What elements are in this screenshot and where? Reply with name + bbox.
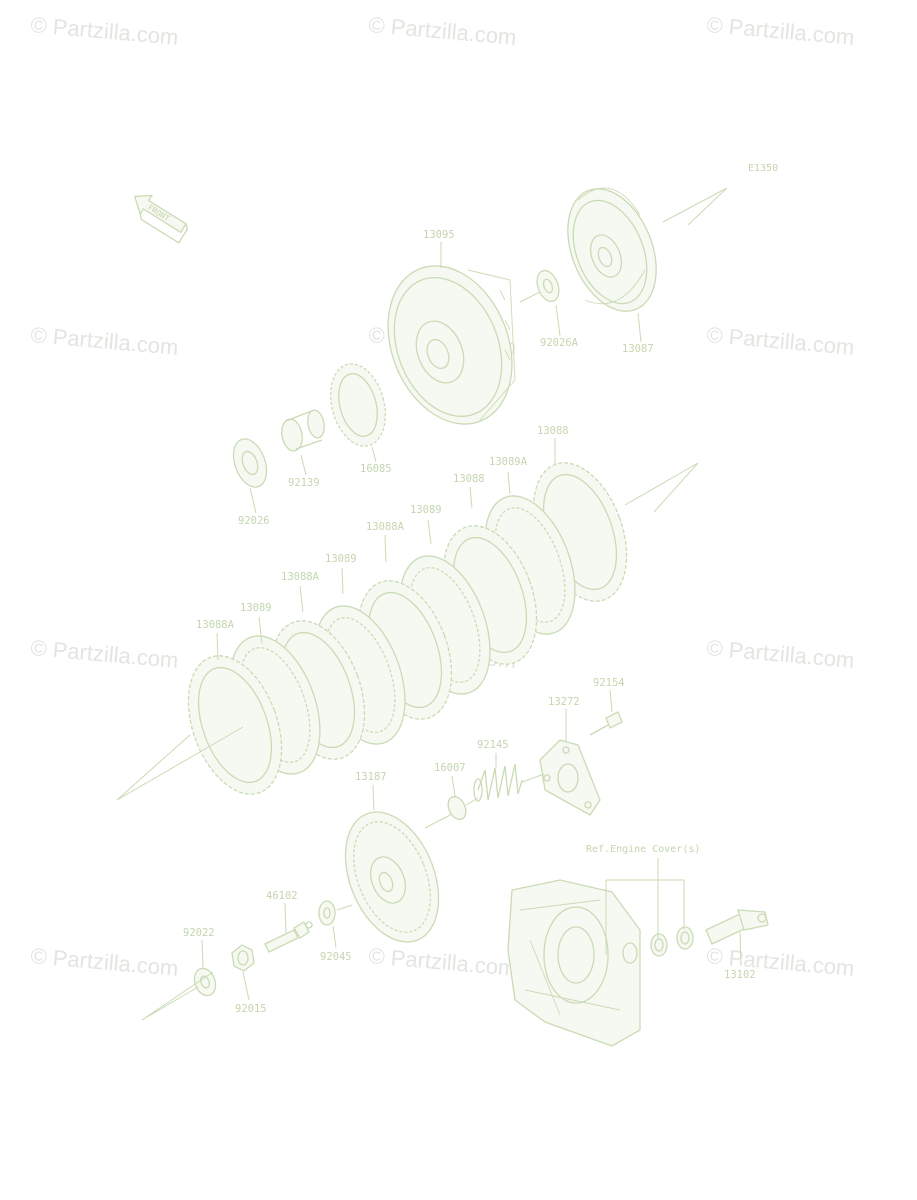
part-92026-washer (232, 438, 268, 488)
leader-line (372, 784, 375, 811)
watermark: © Partzilla.com (30, 322, 180, 360)
front-arrow-icon: FRONT (133, 194, 188, 244)
watermark: © Partzilla.com (706, 635, 856, 673)
ref-bracket (605, 858, 685, 955)
part-16007-ring (447, 795, 467, 821)
watermark: © Partzilla.com (706, 12, 856, 50)
part-label[interactable]: 13088 (537, 425, 569, 437)
leader-line (336, 904, 353, 911)
part-92026A-washer (536, 269, 560, 303)
seal (680, 931, 690, 945)
part-92015-nut (231, 944, 255, 972)
part-13187-pressure-plate (344, 811, 440, 943)
part-label[interactable]: 92139 (288, 477, 320, 489)
part-label[interactable]: 13087 (622, 343, 654, 355)
leader-line (299, 585, 304, 613)
leader-line (371, 446, 377, 463)
part-label[interactable]: 92026A (540, 337, 579, 349)
engine-cover-illustration (507, 879, 641, 1047)
leader-line (424, 813, 453, 829)
leader-line (249, 487, 257, 514)
leader-line (427, 519, 432, 545)
part-label[interactable]: 92045 (320, 951, 352, 963)
part-92145-spring (473, 763, 523, 802)
leader-line (519, 291, 541, 303)
watermark-layer: © Partzilla.com © Partzilla.com © Partzi… (30, 12, 856, 981)
part-label[interactable]: 13102 (724, 969, 756, 981)
part-label[interactable]: 13187 (355, 771, 387, 783)
part-label[interactable]: 92015 (235, 1003, 267, 1015)
leader-line (216, 632, 219, 661)
leader-line (341, 567, 344, 595)
seal (650, 933, 668, 957)
watermark: © Partzilla.com (30, 635, 180, 673)
guide-line (624, 462, 699, 513)
part-label[interactable]: 13088A (281, 571, 320, 583)
part-label[interactable]: 92026 (238, 515, 270, 527)
leader-line (465, 797, 479, 806)
leader-line (242, 971, 250, 1001)
ref-engine-cover-label: Ref.Engine Cover(s) (586, 844, 700, 855)
seal (654, 938, 664, 952)
leader-line (637, 312, 642, 343)
part-label[interactable]: 16007 (434, 762, 466, 774)
guide-line (662, 187, 728, 226)
part-13102-lever-shaft (705, 909, 769, 945)
watermark: © Partzilla.com (368, 943, 518, 981)
leader-line (332, 925, 337, 949)
leader-line (739, 931, 742, 967)
part-13087-clutch-housing (567, 187, 657, 312)
part-label[interactable]: 92022 (183, 927, 215, 939)
leader-line (507, 471, 511, 495)
guide-line (141, 971, 214, 1021)
part-label[interactable]: 13095 (423, 229, 455, 241)
leader-line (555, 304, 561, 337)
part-label[interactable]: 46102 (266, 890, 298, 902)
watermark: © Partzilla.com (30, 943, 180, 981)
part-label[interactable]: 13272 (548, 696, 580, 708)
part-label[interactable]: 16085 (360, 463, 392, 475)
part-labels: 13095 92026A 13087 92139 16085 92026 130… (183, 229, 756, 1015)
part-92154-bolt (589, 711, 623, 736)
part-13272-plate (539, 739, 601, 816)
part-92045-bearing (318, 900, 336, 926)
part-label[interactable]: 92154 (593, 677, 625, 689)
clutch-plate-stack (187, 462, 628, 795)
part-label[interactable]: 13089 (240, 602, 272, 614)
leader-line (384, 534, 387, 563)
part-label[interactable]: 92145 (477, 739, 509, 751)
leader-line (521, 773, 545, 783)
leader-line (258, 616, 263, 645)
part-label[interactable]: 13089 (325, 553, 357, 565)
leader-line (284, 902, 287, 934)
seal (676, 926, 694, 950)
part-label[interactable]: 13088A (366, 521, 405, 533)
part-label[interactable]: 13089A (489, 456, 528, 468)
leader-line (609, 689, 613, 713)
part-16085-gear (329, 363, 387, 447)
watermark: © Partzilla.com (368, 12, 518, 50)
watermark: © Partzilla.com (30, 12, 180, 50)
part-label[interactable]: 13089 (410, 504, 442, 516)
part-92139-sleeve (281, 409, 325, 452)
leader-line (201, 939, 204, 969)
leader-line (300, 454, 307, 476)
leader-line (451, 775, 456, 797)
part-label[interactable]: 13088A (196, 619, 235, 631)
diagram-code: E1350 (748, 163, 778, 174)
leader-line (469, 486, 473, 509)
part-label[interactable]: 13088 (453, 473, 485, 485)
guide-line (116, 726, 244, 801)
part-92022-washer (193, 967, 217, 997)
watermark: © Partzilla.com (706, 322, 856, 360)
part-46102-rod (264, 921, 313, 953)
part-13095-clutch-hub (387, 265, 516, 425)
